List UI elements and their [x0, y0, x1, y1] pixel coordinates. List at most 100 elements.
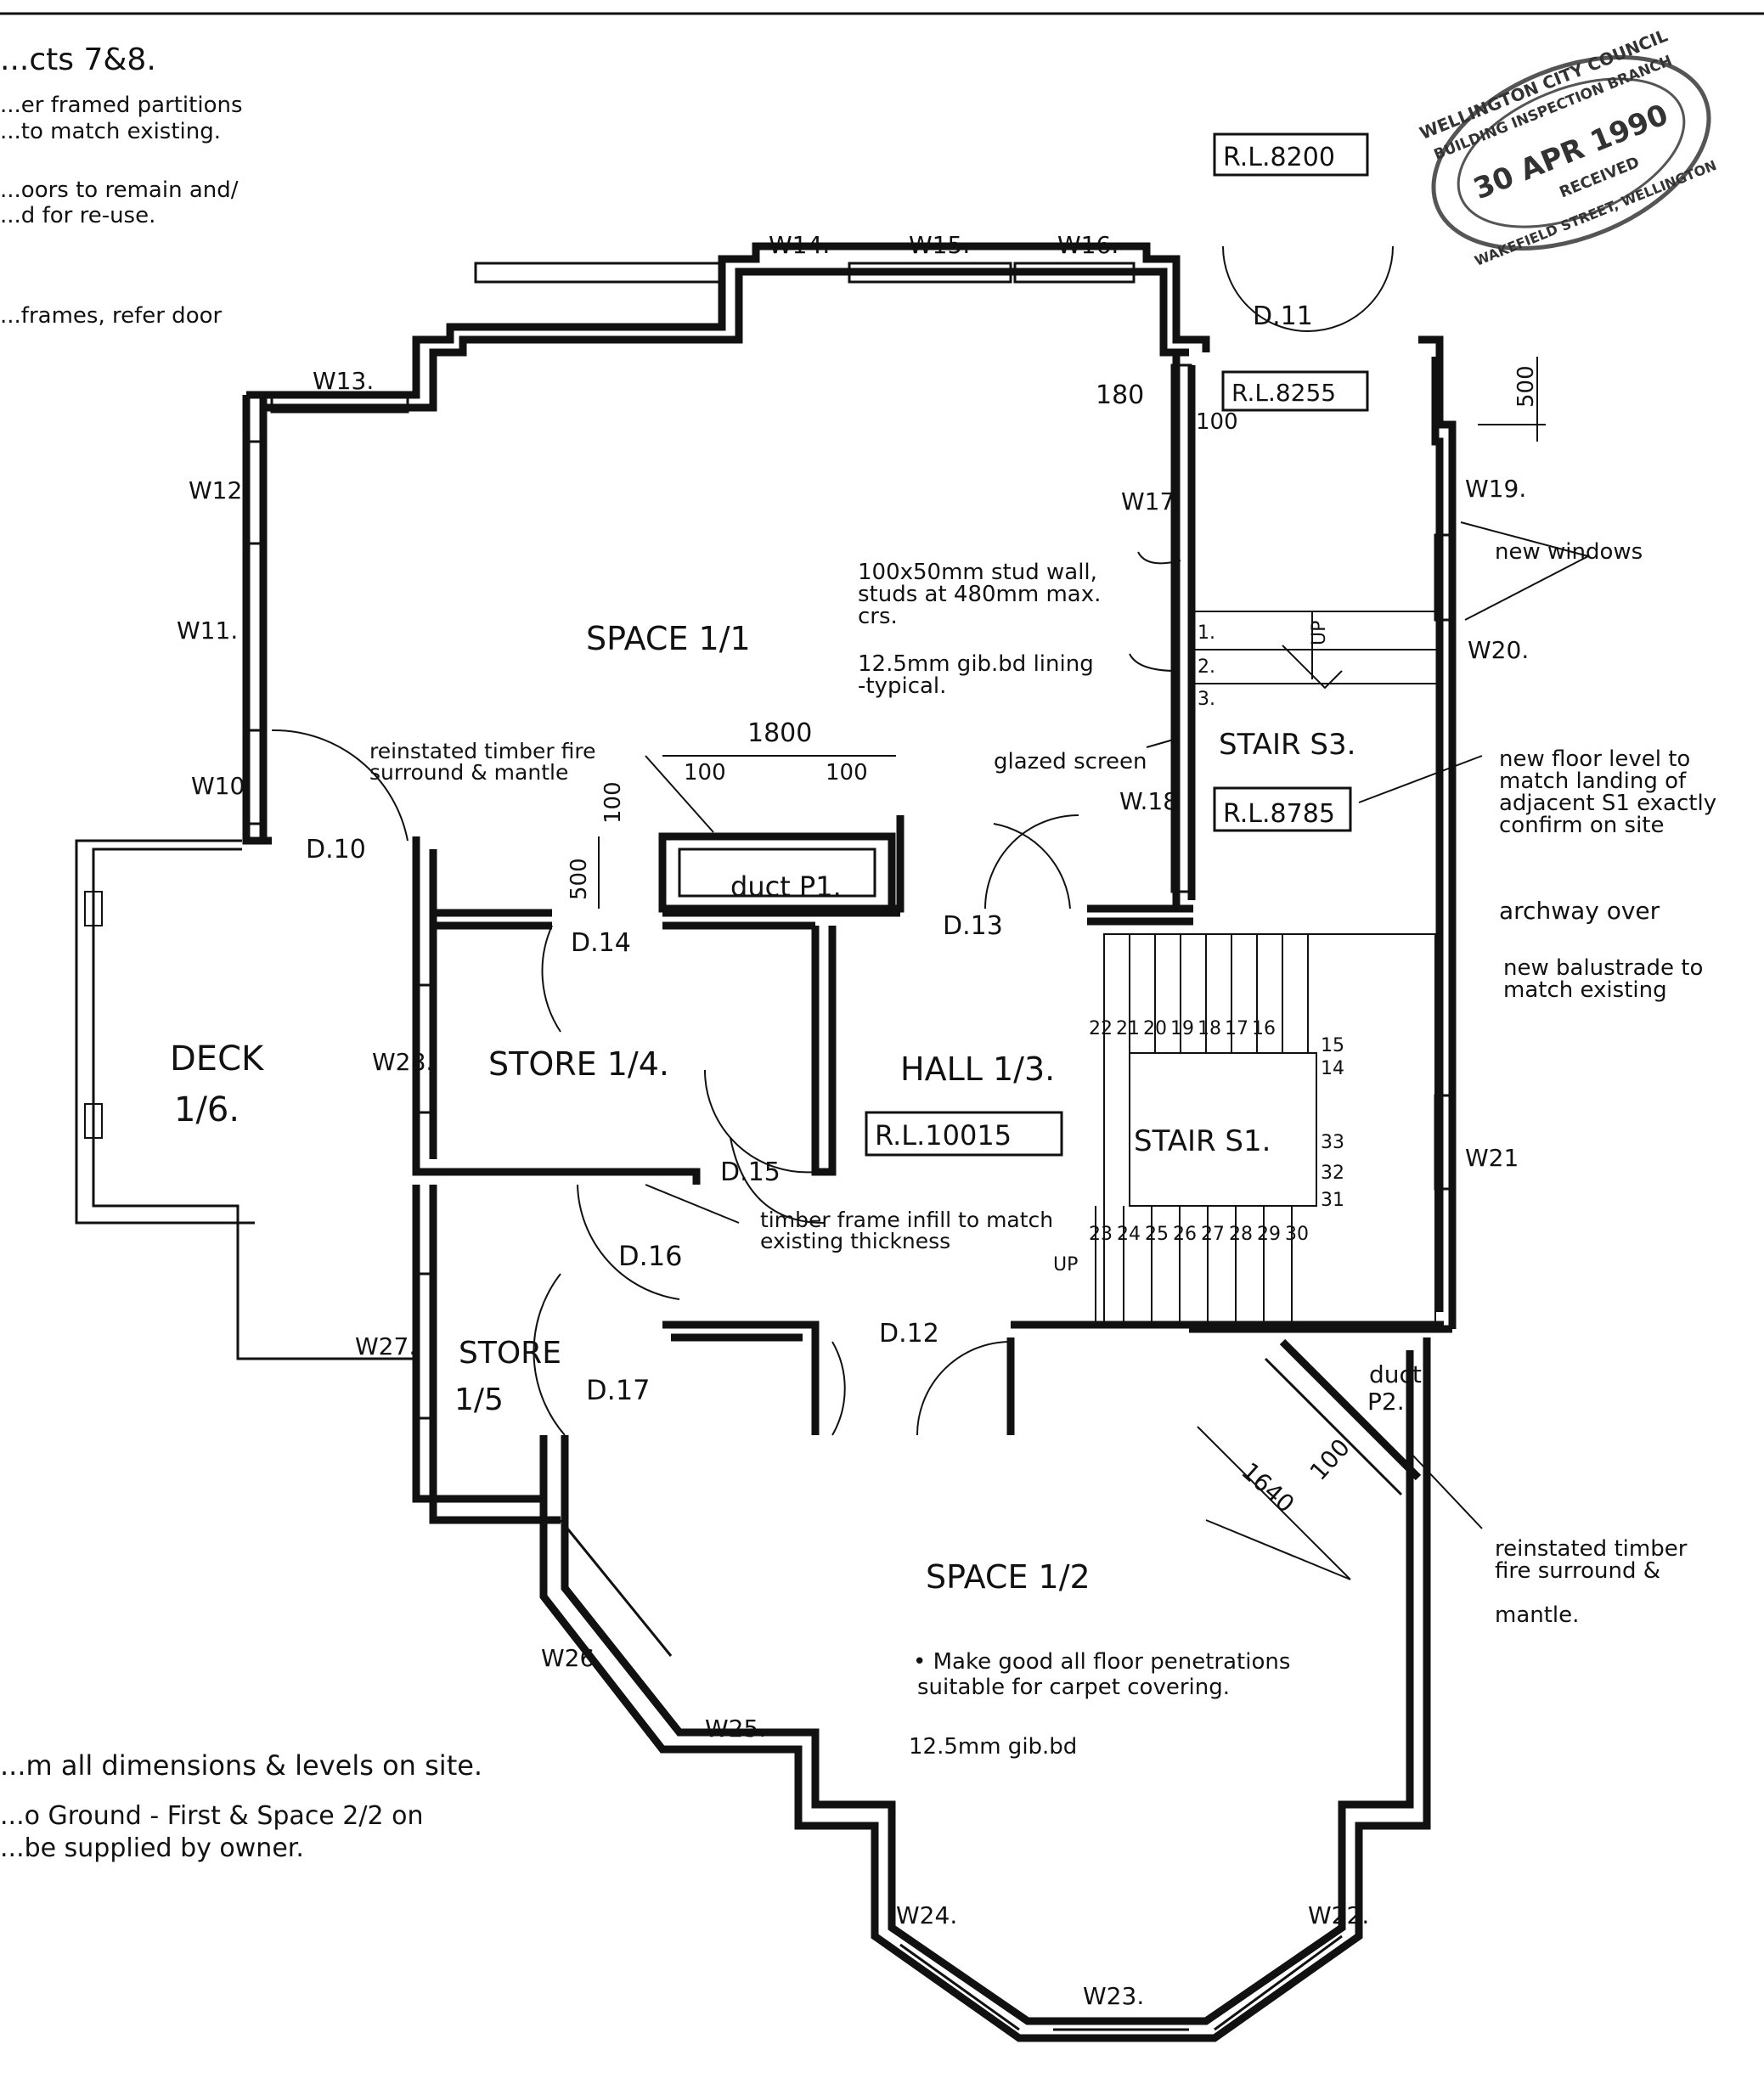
stair-s1-step-number: 20 — [1143, 1018, 1167, 1039]
window-w13: W13. — [313, 367, 374, 395]
room-deck-b: 1/6. — [174, 1090, 240, 1129]
room-space-1-1: SPACE 1/1 — [586, 620, 751, 657]
note-make-good-1: • Make good all floor penetrations — [913, 1649, 1290, 1675]
room-store-1-5-a: STORE — [459, 1336, 561, 1371]
room-deck-a: DECK — [170, 1039, 265, 1078]
stair-s1-step-number: 24 — [1117, 1224, 1141, 1245]
dim-100-d: 100 — [1196, 409, 1238, 435]
level-rl-10015: R.L.10015 — [875, 1119, 1012, 1152]
dim-100-c: 100 — [600, 781, 626, 824]
stair-s1-step-number: 30 — [1285, 1224, 1309, 1245]
stair-s1-step-number: 16 — [1252, 1018, 1276, 1039]
window-w21: W21 — [1465, 1144, 1519, 1172]
duct-p1-inner — [678, 848, 876, 898]
stair-s1-step-number: 29 — [1257, 1224, 1281, 1245]
window-w12: W12. — [189, 476, 250, 504]
duct-p2 — [1279, 1338, 1422, 1481]
window-w22: W22. — [1308, 1901, 1369, 1929]
note-stud-3: crs. — [858, 604, 898, 629]
stair-s1-step-number: 26 — [1173, 1224, 1197, 1245]
door-d16: D.16 — [618, 1240, 683, 1272]
note-new-windows: new windows — [1495, 539, 1643, 565]
door-d13: D.13 — [943, 911, 1003, 941]
window-w20: W20. — [1468, 636, 1529, 664]
level-rl-8785: R.L.8785 — [1223, 799, 1335, 829]
note-balus-2: match existing — [1503, 977, 1667, 1003]
dimension-lines — [598, 357, 1546, 1580]
stair-s3 — [1193, 611, 1440, 690]
stair-s3-step-2: 2. — [1198, 656, 1215, 678]
window-w23: W23. — [1083, 1982, 1144, 2010]
window-w18: W.18 — [1119, 787, 1178, 815]
window-w25: W25. — [705, 1715, 766, 1743]
duct-p1: duct P1. — [730, 870, 842, 903]
stair-s1-step-number: 18 — [1198, 1018, 1221, 1039]
stair-s3-up: UP — [1309, 621, 1330, 645]
level-rl-8255: R.L.8255 — [1231, 379, 1336, 407]
stair-s1-step-32: 32 — [1321, 1163, 1344, 1184]
door-d12: D.12 — [879, 1319, 939, 1349]
note-infill-1: timber frame infill to match — [760, 1208, 1053, 1232]
stair-s3-step-3: 3. — [1198, 689, 1215, 710]
note-bottom-3: ...be supplied by owner. — [0, 1833, 304, 1863]
stair-s1-step-31: 31 — [1321, 1190, 1344, 1211]
note-floor-1: new floor level to — [1499, 746, 1690, 772]
note-floor-2: match landing of — [1499, 769, 1687, 794]
dim-1800: 1800 — [747, 718, 812, 748]
stair-s1-step-14: 14 — [1321, 1058, 1344, 1079]
duct-p2-a: duct — [1369, 1360, 1422, 1388]
note-glazed: glazed screen — [994, 749, 1147, 774]
room-stair-s1: STAIR S1. — [1134, 1124, 1271, 1158]
door-swings — [271, 245, 1394, 1436]
stair-s1-step-15: 15 — [1321, 1035, 1344, 1056]
window-marks — [243, 262, 1456, 2031]
duct-p2-inner — [1264, 1357, 1403, 1496]
window-w16: W16. — [1057, 231, 1119, 259]
window-w15: W15. — [909, 231, 970, 259]
note-fire2-3: mantle. — [1495, 1602, 1579, 1628]
window-w17: W17. — [1121, 487, 1182, 515]
note-fire-1: reinstated timber fire — [369, 739, 595, 763]
note-balus-1: new balustrade to — [1503, 955, 1703, 981]
window-w11: W11. — [177, 617, 238, 645]
note-floor-4: confirm on site — [1499, 813, 1665, 838]
room-store-1-4: STORE 1/4. — [488, 1045, 669, 1083]
door-d17: D.17 — [586, 1374, 651, 1406]
stair-s1-step-number: 23 — [1089, 1224, 1113, 1245]
stair-s1-step-33: 33 — [1321, 1132, 1344, 1153]
note-line-1: ...er framed partitions — [0, 93, 243, 118]
dim-100-a: 100 — [684, 760, 726, 786]
room-store-1-5-b: 1/5 — [454, 1383, 504, 1417]
stair-s1-up: UP — [1053, 1254, 1078, 1276]
note-line-2: ...to match existing. — [0, 119, 221, 144]
note-line-4: ...d for re-use. — [0, 203, 155, 228]
dim-500-b: 500 — [1513, 365, 1539, 408]
rl-8785-box — [1213, 786, 1352, 832]
rl-10015-box — [865, 1111, 1063, 1157]
stair-s1-step-number: 21 — [1116, 1018, 1140, 1039]
deck-outline — [75, 839, 416, 1360]
note-infill-2: existing thickness — [760, 1229, 950, 1253]
stair-s1-step-number: 25 — [1145, 1224, 1169, 1245]
stair-s1-step-number: 22 — [1089, 1018, 1113, 1039]
note-gib-2: -typical. — [858, 673, 946, 699]
room-stair-s3: STAIR S3. — [1219, 728, 1355, 762]
stair-s1-step-number: 17 — [1225, 1018, 1248, 1039]
note-stud-1: 100x50mm stud wall, — [858, 560, 1097, 585]
dim-180: 180 — [1096, 380, 1144, 410]
note-stud-2: studs at 480mm max. — [858, 582, 1101, 607]
note-gib-1: 12.5mm gib.bd lining — [858, 651, 1094, 677]
dim-500: 500 — [566, 858, 592, 900]
stair-s1-step-number: 27 — [1201, 1224, 1225, 1245]
door-d14: D.14 — [571, 928, 631, 958]
note-line-5: ...frames, refer door — [0, 303, 223, 329]
duct-p2-b: P2. — [1367, 1388, 1405, 1416]
note-floor-3: adjacent S1 exactly — [1499, 791, 1716, 816]
note-fire-2: surround & mantle — [369, 760, 568, 785]
window-w14: W14. — [769, 231, 830, 259]
council-stamp: WELLINGTON CITY COUNCIL BUILDING INSPECT… — [1417, 25, 1719, 269]
window-w28: W28. — [372, 1048, 433, 1076]
note-archway: archway over — [1499, 897, 1660, 925]
level-rl-8200: R.L.8200 — [1223, 143, 1335, 172]
